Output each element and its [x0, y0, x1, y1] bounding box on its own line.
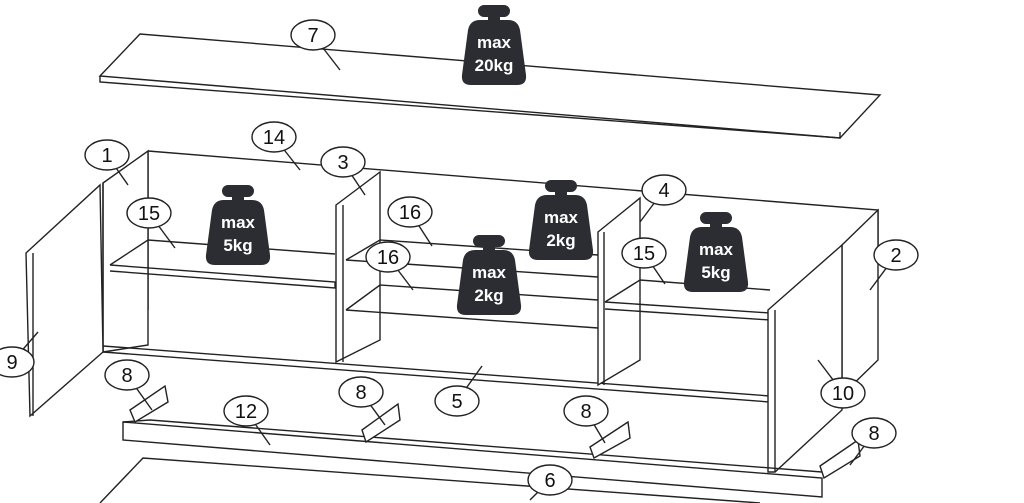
weight-limit-icon-shelf-left: max 5kg [205, 185, 271, 265]
weight-limit-icon-glass-upper: max 2kg [528, 180, 594, 260]
weight-limit-icon-shelf-right: max 5kg [683, 212, 749, 292]
weight-limit-icon-top: max 20kg [461, 5, 527, 85]
callout-bubble [338, 376, 384, 408]
callout-bubble [387, 196, 433, 228]
callout-number: 16 [399, 202, 421, 224]
weight-label: max [221, 213, 256, 232]
callout-right-side: 2 [869, 239, 919, 291]
callout-foot-1: 8 [104, 359, 153, 411]
callout-number: 3 [337, 152, 348, 174]
callout-shelf-left: 15 [126, 197, 176, 249]
callout-number: 7 [307, 25, 318, 47]
callout-divider-right: 4 [639, 174, 687, 223]
callout-bottom-panel: 5 [434, 365, 483, 417]
callout-number: 14 [263, 127, 285, 149]
callout-number: 6 [544, 470, 555, 492]
callout-bubble [527, 464, 573, 496]
callout-shelf-right: 15 [621, 237, 667, 285]
weight-value: 5kg [223, 236, 252, 255]
weight-label: max [544, 208, 579, 227]
callout-bubble [820, 377, 866, 409]
callout-bubble [434, 385, 480, 417]
weight-value: 2kg [474, 286, 503, 305]
weight-label: max [477, 33, 512, 52]
weight-limit-icon-glass-lower: max 2kg [456, 235, 522, 315]
weight-value: 5kg [701, 263, 730, 282]
callout-number: 16 [377, 247, 399, 269]
callout-bubble [320, 146, 366, 178]
callout-bubble [251, 121, 297, 153]
callout-bubble [0, 346, 35, 378]
callout-number: 5 [451, 391, 462, 413]
callout-number: 15 [138, 203, 160, 225]
callout-number: 4 [658, 180, 669, 202]
callout-bubble [621, 237, 667, 269]
cabinet-body [25, 149, 879, 473]
callout-divider-left: 3 [320, 146, 366, 196]
callout-number: 8 [355, 382, 366, 404]
callout-glass-shelf-lower: 16 [365, 241, 414, 291]
callout-top-panel: 7 [290, 19, 341, 71]
callout-bubble [223, 395, 269, 427]
callout-number: 2 [890, 245, 901, 267]
callout-number: 9 [6, 352, 17, 374]
callout-number: 8 [868, 423, 879, 445]
callout-base-panel: 6 [527, 464, 573, 501]
callout-door-left: 9 [0, 331, 39, 378]
callout-bubble [641, 174, 687, 206]
callout-foot-3: 8 [563, 395, 609, 444]
callout-bubble [126, 197, 172, 229]
callout-number: 8 [580, 401, 591, 423]
callout-bubble [84, 139, 130, 171]
weight-label: max [699, 240, 734, 259]
callout-number: 12 [235, 401, 257, 423]
callout-bubble [104, 359, 150, 391]
callout-foot-2: 8 [338, 376, 386, 426]
callout-number: 8 [121, 365, 132, 387]
callout-glass-shelf-upper: 16 [387, 196, 433, 247]
callout-bubble [873, 239, 919, 271]
callout-door-right: 10 [817, 359, 866, 409]
top-panel [98, 33, 882, 139]
callout-bubble [563, 395, 609, 427]
callout-back-panel: 14 [251, 121, 301, 171]
weight-label: max [472, 263, 507, 282]
callout-left-side: 1 [84, 139, 130, 186]
weight-value: 2kg [546, 231, 575, 250]
callout-number: 1 [101, 145, 112, 167]
callout-bubble [290, 19, 336, 51]
weight-value: 20kg [475, 56, 514, 75]
callout-bubble [851, 417, 897, 449]
callout-bubble [365, 241, 411, 273]
callout-number: 10 [832, 383, 854, 405]
callout-number: 15 [633, 243, 655, 265]
plinth [122, 384, 861, 498]
callout-plinth: 12 [223, 395, 271, 446]
callout-foot-4: 8 [849, 417, 897, 466]
